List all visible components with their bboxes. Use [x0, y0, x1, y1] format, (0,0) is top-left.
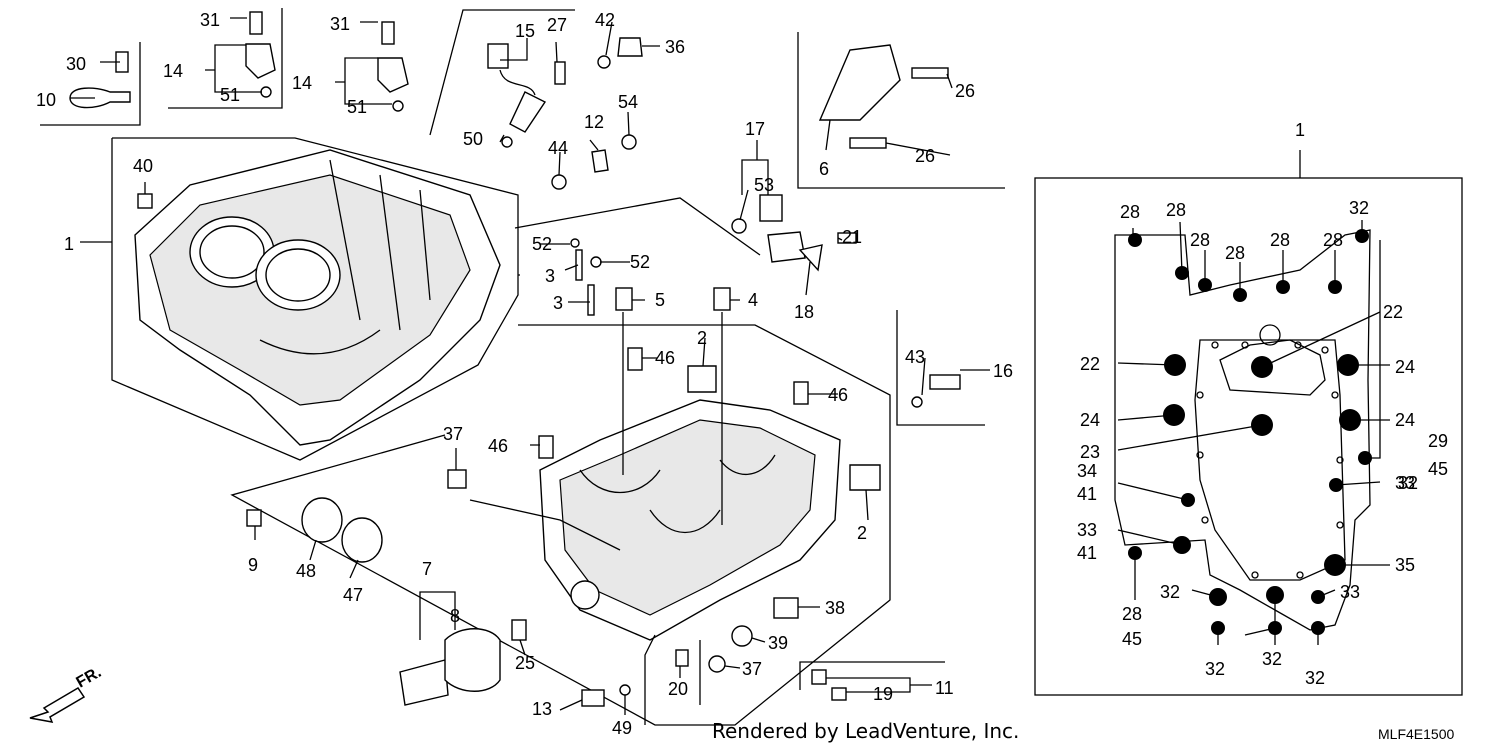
callout: 22: [1080, 354, 1100, 374]
callout: 51: [347, 97, 367, 117]
callout: 26: [915, 146, 935, 166]
callout: 28: [1166, 200, 1186, 220]
callout: 22: [1383, 302, 1403, 322]
callout: 31: [200, 10, 220, 30]
callout: 47: [343, 585, 363, 605]
small-parts: [69, 11, 961, 707]
callout: 42: [595, 10, 615, 30]
callout: 6: [819, 159, 829, 179]
callout: 37: [742, 659, 762, 679]
callout: 32: [1262, 649, 1282, 669]
callout: 26: [955, 81, 975, 101]
callout: 28: [1270, 230, 1290, 250]
callout: 50: [463, 129, 483, 149]
callout: 14: [292, 73, 312, 93]
callout: 8: [450, 606, 460, 626]
callout: 2: [857, 523, 867, 543]
callout: 40: [133, 156, 153, 176]
bottom-view-panel: [1114, 150, 1390, 645]
footer-text: Rendered by LeadVenture, Inc.: [712, 719, 1020, 743]
callout: 32: [1160, 582, 1180, 602]
callout: 17: [745, 119, 765, 139]
callout: 3: [553, 293, 563, 313]
callout: 11: [935, 678, 954, 698]
callout: 19: [873, 684, 893, 704]
callout: 41: [1077, 484, 1097, 504]
callout: 10: [36, 90, 56, 110]
callout: 52: [630, 252, 650, 272]
callout: 39: [768, 633, 788, 653]
callout: 24: [1395, 357, 1415, 377]
callout: 41: [1077, 543, 1097, 563]
callout: 28: [1190, 230, 1210, 250]
callout: 35: [1395, 555, 1415, 575]
callout: 44: [548, 138, 568, 158]
callout: 45: [1428, 459, 1448, 479]
callout: 28: [1122, 604, 1142, 624]
callout: 25: [515, 653, 535, 673]
callout: 20: [668, 679, 688, 699]
callout: 23: [1080, 442, 1100, 462]
group-frames: [40, 8, 1463, 726]
callout: 54: [618, 92, 638, 112]
callout: 9: [248, 555, 258, 575]
callout: 14: [163, 61, 183, 81]
callout: 32: [1398, 473, 1418, 493]
callout: 3: [545, 266, 555, 286]
callout: 28: [1225, 243, 1245, 263]
callout: 16: [993, 361, 1013, 381]
callouts: 1 1 2 2 3 3 4 5 6 7 8 9 10 11 12 13 14 1…: [36, 10, 1448, 738]
diagram-code: MLF4E1500: [1378, 726, 1455, 742]
callout: 38: [825, 598, 845, 618]
callout: 24: [1080, 410, 1100, 430]
callout: 36: [665, 37, 685, 57]
callout: 51: [220, 85, 240, 105]
callout: 33: [1077, 520, 1097, 540]
callout: 37: [443, 424, 463, 444]
callout: 31: [330, 14, 350, 34]
lower-crankcase: [469, 399, 841, 641]
callout: 32: [1205, 659, 1225, 679]
callout: 30: [66, 54, 86, 74]
callout: 28: [1120, 202, 1140, 222]
callout: 21: [842, 227, 862, 247]
callout: 52: [532, 234, 552, 254]
callout: 2: [697, 328, 707, 348]
callout: 1: [64, 234, 74, 254]
callout: 33: [1340, 582, 1360, 602]
leader-lines: [70, 17, 990, 725]
callout: 45: [1122, 629, 1142, 649]
callout: 29: [1428, 431, 1448, 451]
callout: 24: [1395, 410, 1415, 430]
callout: 33: [1395, 473, 1415, 493]
callout: 18: [794, 302, 814, 322]
callout: 28: [1323, 230, 1343, 250]
callout: 32: [1349, 198, 1369, 218]
callout: 32: [1305, 668, 1325, 688]
callout: 49: [612, 718, 632, 738]
upper-crankcase: [134, 149, 501, 446]
callout: 27: [547, 15, 567, 35]
front-direction-arrow-icon: FR.: [29, 664, 104, 723]
callout: 43: [905, 347, 925, 367]
callout: 34: [1077, 461, 1097, 481]
callout: 13: [532, 699, 552, 719]
callout: 12: [584, 112, 604, 132]
callout: 7: [422, 559, 432, 579]
callout: 46: [488, 436, 508, 456]
callout: 5: [655, 290, 665, 310]
callout: 1: [1295, 120, 1305, 140]
callout: 53: [754, 175, 774, 195]
callout: 48: [296, 561, 316, 581]
callout: 4: [748, 290, 758, 310]
callout: 46: [655, 348, 675, 368]
callout: 46: [828, 385, 848, 405]
callout: 15: [515, 21, 535, 41]
